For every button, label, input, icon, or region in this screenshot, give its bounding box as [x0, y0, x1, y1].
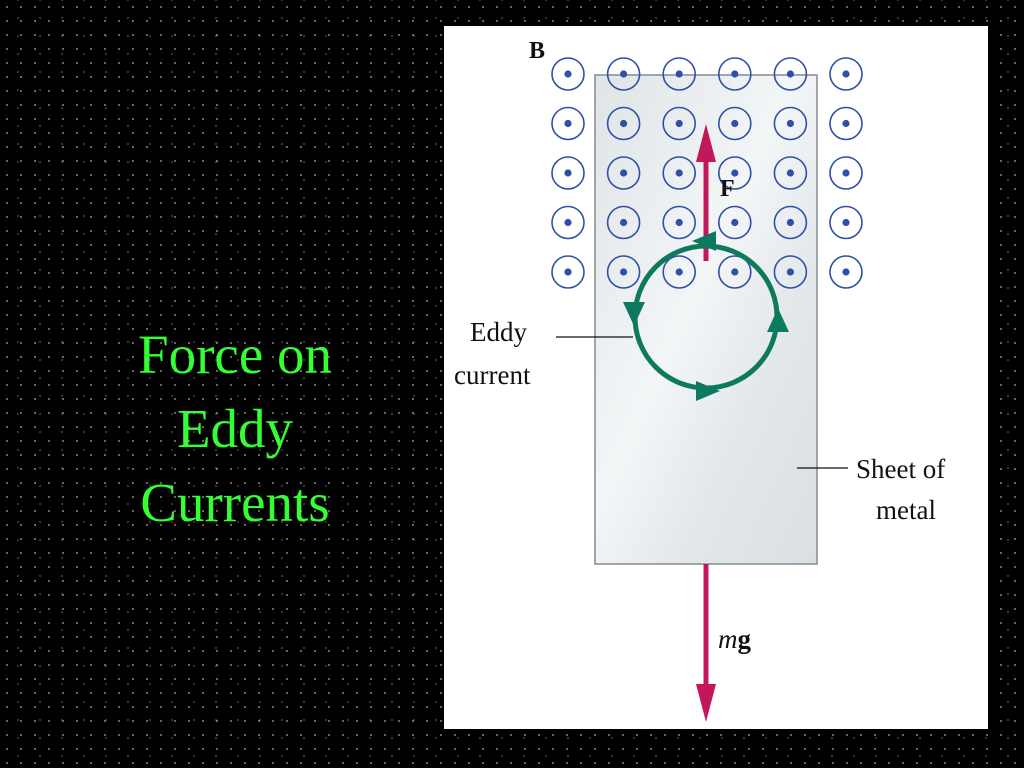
field-out-of-page-icon: [717, 106, 752, 141]
eddy-label-line-1: Eddy: [470, 317, 527, 347]
eddy-current-diagram: B F Eddy current Sheet of metal mg: [454, 38, 945, 722]
field-out-of-page-icon: [551, 156, 585, 190]
eddy-current-loop: [623, 231, 789, 401]
field-out-of-page-icon: [773, 156, 808, 190]
title-line-3: Currents: [140, 472, 330, 533]
field-out-of-page-icon: [773, 255, 808, 289]
field-out-of-page-icon: [551, 255, 585, 289]
weight-label-g: g: [738, 624, 752, 654]
field-out-of-page-icon: [773, 57, 808, 91]
field-out-of-page-icon: [662, 205, 696, 240]
field-out-of-page-icon: [662, 156, 696, 190]
field-out-of-page-icon: [662, 106, 696, 141]
field-out-of-page-icon: [606, 156, 641, 190]
field-out-of-page-icon: [662, 57, 696, 91]
field-out-of-page-icon: [829, 255, 863, 289]
field-out-of-page-icon: [717, 205, 752, 240]
field-out-of-page-icon: [717, 57, 752, 91]
field-out-of-page-icon: [662, 255, 696, 289]
field-out-of-page-icon: [717, 156, 752, 190]
eddy-label-line-2: current: [454, 360, 531, 390]
sheet-label-line-1: Sheet of: [856, 454, 945, 484]
field-out-of-page-icon: [829, 57, 863, 91]
weight-label: mg: [718, 624, 752, 654]
magnetic-field-grid: [551, 57, 863, 289]
field-out-of-page-icon: [717, 255, 752, 289]
field-out-of-page-icon: [773, 205, 808, 240]
weight-label-m: m: [718, 624, 738, 654]
field-out-of-page-icon: [829, 156, 863, 190]
force-label: F: [720, 176, 735, 202]
eddy-current-figure: B F Eddy current Sheet of metal mg: [444, 26, 988, 729]
field-out-of-page-icon: [606, 255, 641, 289]
title-line-1: Force on: [138, 324, 332, 385]
field-out-of-page-icon: [551, 106, 585, 141]
field-out-of-page-icon: [551, 205, 585, 240]
weight-arrow: [696, 564, 716, 722]
title-line-2: Eddy: [176, 398, 294, 459]
field-out-of-page-icon: [606, 106, 641, 141]
field-out-of-page-icon: [829, 205, 863, 240]
field-out-of-page-icon: [829, 106, 863, 141]
field-out-of-page-icon: [606, 57, 641, 91]
slide-title: Force on Eddy Currents: [60, 318, 410, 540]
field-out-of-page-icon: [551, 57, 585, 91]
sheet-label-line-2: metal: [876, 495, 936, 525]
field-label: B: [529, 38, 545, 64]
field-out-of-page-icon: [773, 106, 808, 141]
field-out-of-page-icon: [606, 205, 641, 240]
